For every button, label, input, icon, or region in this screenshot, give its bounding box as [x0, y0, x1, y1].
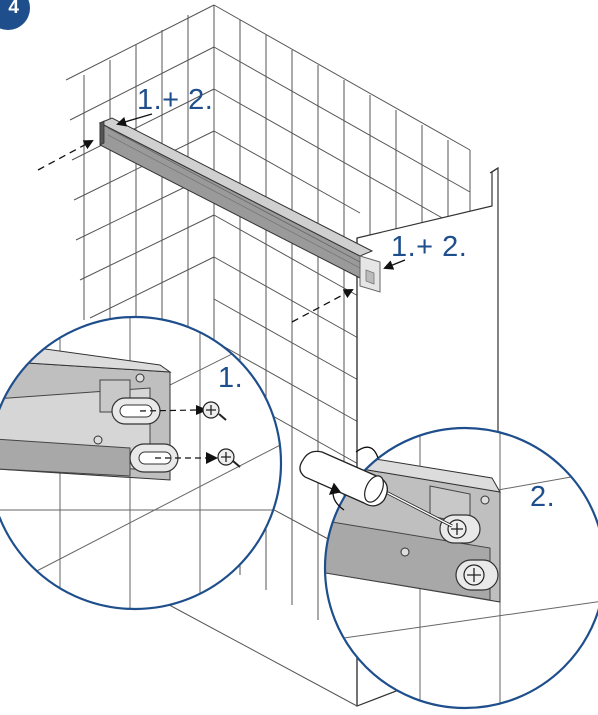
- screwdriver-icon: [299, 450, 453, 528]
- screw-icon: [217, 448, 241, 468]
- screw-icon: [455, 559, 499, 591]
- screw-icon: [202, 401, 227, 421]
- step-label-top-left: 1.+ 2.: [137, 84, 214, 116]
- step-number: 4: [8, 0, 19, 18]
- tiled-wall-back: [369, 95, 471, 236]
- step-label-top-right: 1.+ 2.: [391, 231, 468, 263]
- arrow-icon: [116, 113, 153, 127]
- zoom-detail-left: [0, 315, 283, 611]
- step-label-zoom-left: 1.: [218, 362, 244, 394]
- rotation-arrow-icon: [328, 446, 379, 511]
- arrow-icon: [383, 259, 406, 270]
- top-rail: [98, 117, 381, 293]
- screw-icon: [439, 514, 481, 544]
- arrow-icon: [37, 140, 94, 171]
- step-label-zoom-right: 2.: [530, 481, 556, 513]
- insertion-arrows: [37, 113, 406, 323]
